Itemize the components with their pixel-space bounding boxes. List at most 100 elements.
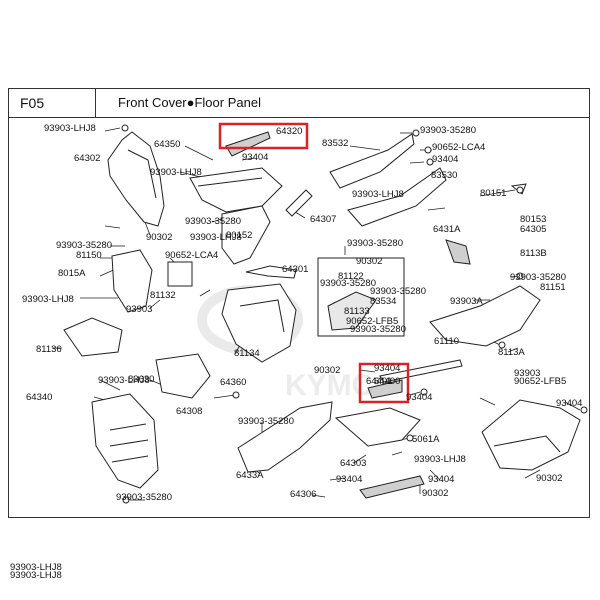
part-number-label: 80153 — [520, 214, 546, 225]
part-number-label: 8113A — [498, 347, 525, 358]
part-number-label: 93903-LHJ8 — [352, 189, 404, 200]
part-number-label: 64340 — [26, 392, 52, 403]
part-6433A — [334, 407, 421, 447]
part-number-label: 93903 — [126, 304, 152, 315]
part-number-label: 90302 — [422, 488, 448, 499]
part-number-label: 64308 — [176, 406, 202, 417]
part-81122 — [167, 261, 193, 287]
header-box — [8, 88, 590, 118]
part-number-label: 93903-35280 — [350, 324, 406, 335]
part-number-label: 64307 — [310, 214, 336, 225]
diagram-title: Front Cover●Floor Panel — [118, 95, 261, 110]
part-number-label: 64350 — [154, 139, 180, 150]
part-6431A — [189, 167, 283, 213]
part-64302 — [107, 131, 165, 227]
part-number-label: 64360 — [220, 377, 246, 388]
part-number-label: 93903-LHJ8 — [10, 562, 62, 573]
part-64320 — [225, 131, 271, 157]
part-number-label: 93404 — [428, 474, 454, 485]
part-number-label: 61110 — [434, 336, 459, 347]
part-83532 — [329, 133, 415, 189]
part-81132 — [327, 291, 377, 331]
part-64303 — [237, 401, 333, 473]
part-number-label: 81151 — [540, 282, 566, 293]
part-number-label: 81132 — [150, 290, 176, 301]
part-83534 — [429, 285, 541, 347]
part-number-label: 64306 — [290, 489, 316, 500]
part-shapes — [63, 124, 588, 504]
part-number-label: 93404 — [374, 363, 400, 374]
part-number-label: 83534 — [370, 296, 396, 307]
part-number-label: 64303 — [340, 458, 366, 469]
part-number-label: 6431A — [433, 224, 461, 235]
part-number-label: 93404 — [406, 392, 432, 403]
part-number-label: 93903-35280 — [116, 492, 172, 503]
part-number-label: 81136 — [36, 344, 62, 355]
part-number-label: 90302 — [314, 365, 340, 376]
part-number-label: 64301 — [282, 264, 308, 275]
highlight-box-64340 — [358, 362, 410, 404]
part-64340 — [367, 379, 403, 399]
part-number-label: 93903-LHJ8 — [150, 167, 202, 178]
part-number-label: 6433A — [236, 470, 264, 481]
part-number-label: 93903-35280 — [56, 240, 112, 251]
part-labels: 93903-LHJ8 64320 93903-35280 64350 83532 9340… — [10, 123, 582, 581]
part-number-label: 93404 — [242, 152, 268, 163]
part-number-label: 90302 — [146, 232, 172, 243]
part-number-label: 90652-LCA4 — [432, 142, 485, 153]
part-number-label: 93903-LHJ8 — [414, 454, 466, 465]
part-number-label: 93903-LHJ8 — [22, 294, 74, 305]
part-number-label: 93404 — [336, 474, 362, 485]
part-number-label: 8113B — [520, 248, 547, 259]
part-number-label: 93903-35280 — [420, 125, 476, 136]
part-80152 — [445, 239, 471, 265]
part-number-label: 81134 — [234, 348, 260, 359]
part-61110 — [63, 317, 123, 357]
part-number-label: 93903-35280 — [347, 238, 403, 249]
part-number-label: 81122 — [338, 271, 364, 282]
part-number-label: 93903-35280 — [510, 272, 566, 283]
part-number-label: 83630 — [128, 374, 154, 385]
part-number-label: 93903-LHJ8 — [44, 123, 96, 134]
part-83530 — [347, 167, 447, 227]
part-number-label: 5061A — [412, 434, 440, 445]
part-number-label: 64302 — [74, 153, 100, 164]
part-number-label: 64320 — [276, 126, 302, 137]
part-64401 — [155, 353, 211, 399]
part-number-label: 93404 — [432, 154, 458, 165]
diagram-code: F05 — [8, 88, 96, 118]
part-number-label: 80151 — [480, 188, 506, 199]
part-number-label: 93404 — [556, 398, 582, 409]
part-number-label: 90302 — [356, 256, 382, 267]
part-number-label: 83530 — [431, 170, 457, 181]
part-number-label: 90652-LFB5 — [514, 376, 566, 387]
highlight-box-64320 — [218, 122, 309, 150]
part-number-label: 93903-35280 — [370, 286, 426, 297]
part-number-label: 90652-LFB5 — [346, 316, 398, 327]
part-64307 — [285, 189, 313, 217]
part-64360 — [379, 359, 463, 383]
leader-lines — [52, 127, 581, 501]
part-64305 — [221, 205, 271, 265]
part-number-label: 93903-35280 — [320, 278, 376, 289]
part-81151 — [245, 265, 297, 279]
part-5061A — [481, 399, 581, 471]
part-64301 — [111, 249, 153, 313]
part-number-label: 64305 — [520, 224, 546, 235]
part-number-label: 83532 — [322, 138, 348, 149]
part-number-label: 8015A — [58, 268, 86, 279]
part-number-label: 93903-LHJ8 — [10, 570, 62, 581]
part-number-label: 93903-35280 — [185, 216, 241, 227]
part-number-label: 90652-LCA4 — [165, 250, 218, 261]
part-number-label: 93903A — [450, 296, 483, 307]
part-number-label: 90302 — [536, 473, 562, 484]
part-number-label: 64401 — [366, 376, 392, 387]
part-number-label: 93903-LHJ8 — [190, 232, 242, 243]
part-number-label: 81150 — [76, 250, 102, 261]
part-number-label: 80152 — [226, 230, 252, 241]
part-number-label: 81133 — [344, 306, 370, 317]
inset-8113B — [317, 257, 405, 337]
part-number-label: 64400 — [374, 376, 400, 387]
